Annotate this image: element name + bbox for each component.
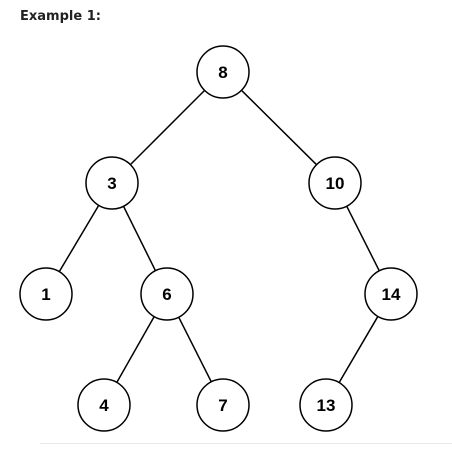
- node-label: 4: [99, 396, 109, 415]
- node-label: 13: [317, 396, 336, 415]
- node-circle: [364, 267, 418, 321]
- edge-8-10: [240, 89, 318, 166]
- tree-node-10: 10: [308, 156, 362, 210]
- tree-node-6: 6: [140, 267, 194, 321]
- example-title: Example 1:: [20, 9, 101, 24]
- node-label: 6: [162, 285, 171, 304]
- node-circle: [299, 378, 353, 432]
- tree-node-14: 14: [364, 267, 418, 321]
- node-circle: [77, 378, 131, 432]
- node-circle: [140, 267, 194, 321]
- tree-node-13: 13: [299, 378, 353, 432]
- edge-14-13: [338, 316, 379, 383]
- node-circle: [19, 267, 73, 321]
- node-circle: [196, 45, 250, 99]
- edge-8-3: [129, 89, 206, 166]
- tree-edges: [58, 89, 380, 383]
- tree-node-4: 4: [77, 378, 131, 432]
- bottom-divider: [40, 443, 452, 444]
- edge-3-6: [122, 205, 157, 272]
- node-label: 3: [107, 174, 116, 193]
- node-circle: [308, 156, 362, 210]
- edge-6-4: [116, 316, 155, 383]
- tree-node-7: 7: [196, 378, 250, 432]
- node-circle: [196, 378, 250, 432]
- node-label: 7: [218, 396, 227, 415]
- tree-node-3: 3: [85, 156, 139, 210]
- tree-nodes: 8 3 10 1 6 14 4 7 13: [19, 45, 418, 432]
- node-label: 8: [218, 63, 227, 82]
- node-label: 10: [326, 174, 345, 193]
- edge-6-7: [178, 316, 212, 383]
- edge-10-14: [346, 205, 380, 272]
- node-label: 14: [382, 285, 401, 304]
- edge-3-1: [58, 204, 100, 273]
- node-label: 1: [41, 285, 50, 304]
- tree-node-1: 1: [19, 267, 73, 321]
- node-circle: [85, 156, 139, 210]
- tree-node-8: 8: [196, 45, 250, 99]
